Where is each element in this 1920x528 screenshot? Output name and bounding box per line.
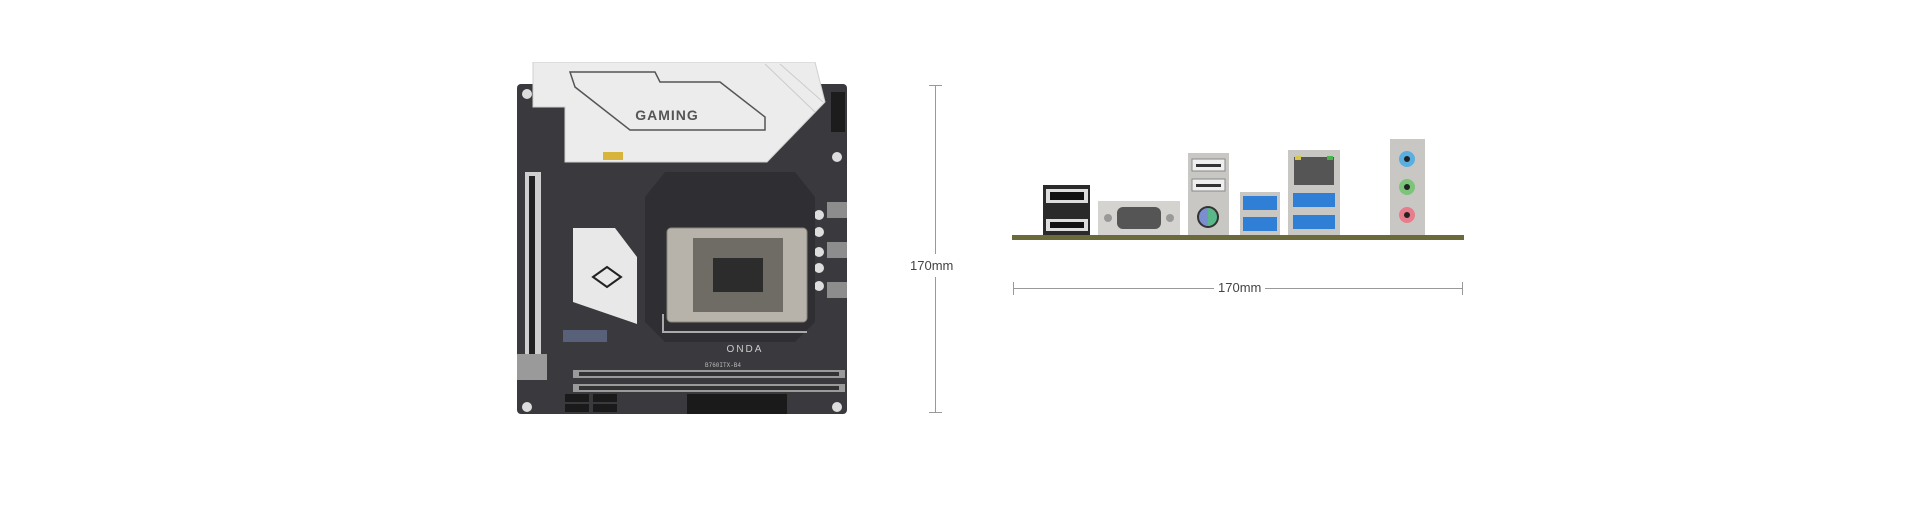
width-dimension-label: 170mm [1214,280,1266,295]
displayport-hdmi-port [1043,185,1090,235]
height-dimension-cap-bottom [929,412,942,413]
height-dimension-line [935,85,936,412]
chipset-cover [573,228,637,324]
heatsink-gaming-label: GAMING [635,107,699,123]
motherboard-top-view: GAMING ONDA B760ITX-B4 [517,62,847,414]
brand-logo-text: ONDA [727,344,764,355]
cpu-power-connector [831,92,845,132]
usb2-ps2-stack [1188,153,1229,235]
rear-io-view [1012,139,1464,240]
pcb-edge [1012,235,1464,240]
sata-ports [565,394,617,412]
model-label: B760ITX-B4 [705,362,741,369]
io-heatsink [532,62,826,163]
dimm-slots [573,370,845,392]
atx-24pin-connector [687,394,787,414]
width-dimension-cap-left [1013,282,1014,295]
width-dimension-cap-right [1462,282,1463,295]
m2-slot [563,330,607,342]
vga-port [1098,201,1180,235]
height-dimension-cap-top [929,85,942,86]
lan-usb3-stack [1288,150,1340,235]
usb3-ports [1240,192,1280,235]
height-dimension-label: 170mm [908,254,956,277]
audio-jacks [1390,139,1425,235]
